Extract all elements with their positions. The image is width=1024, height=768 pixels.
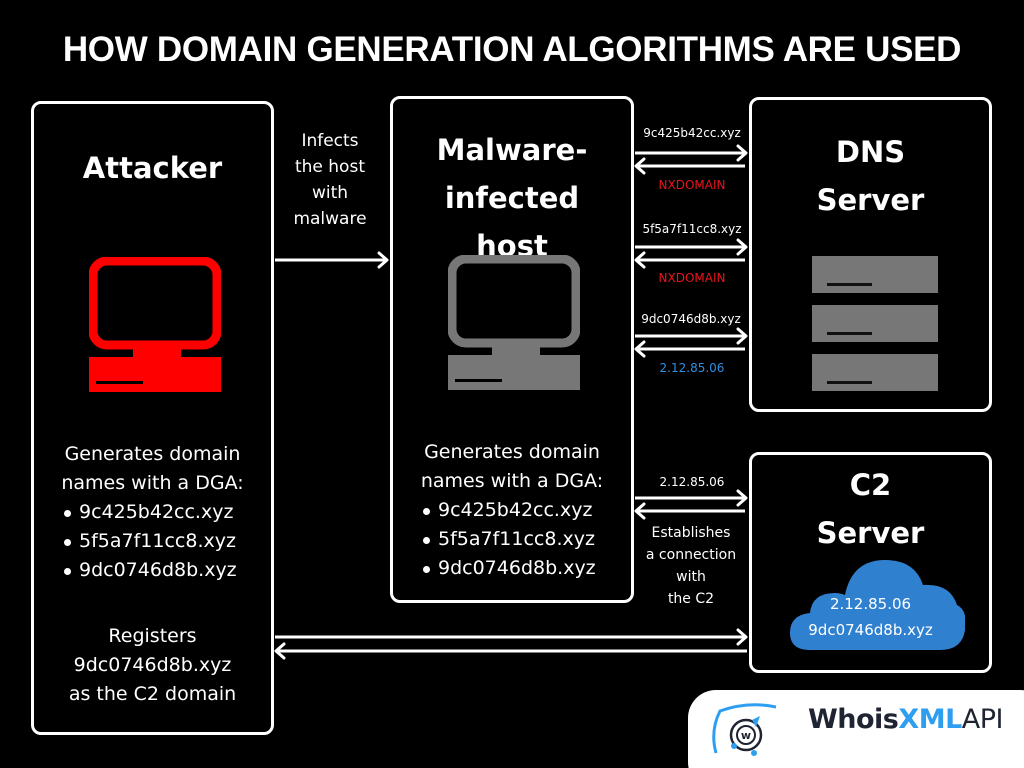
attacker-title: Attacker [82, 151, 223, 185]
logo-radar-icon: w [712, 703, 777, 756]
dns-response-label: NXDOMAIN [658, 271, 726, 285]
infect-label-line: with [311, 183, 349, 203]
dns-response-label: 2.12.85.06 [659, 361, 725, 375]
host-domain-list: 9c425b42cc.xyz 5f5a7f11cc8.xyz 9dc0746d8… [393, 496, 631, 583]
host-title-line: infected [444, 181, 580, 215]
dns-title-line: Server [816, 183, 925, 217]
dns-query-label: 9dc0746d8b.xyz [641, 312, 741, 326]
logo-xml: XML [898, 704, 962, 735]
dns-response-arrow [634, 251, 745, 269]
establish-label: Establishes a connection with the C2 [636, 522, 746, 610]
attacker-desc-line: Generates domain [64, 443, 241, 465]
logo-wordmark: WhoisXMLAPI [808, 704, 1004, 735]
dns-query-arrow [635, 144, 748, 162]
c2-server-box: C2 Server 2.12.85.06 9dc0746d8b.xyz [749, 452, 992, 673]
attacker-domain-list: 9c425b42cc.xyz 5f5a7f11cc8.xyz 9dc0746d8… [34, 498, 271, 585]
attacker-to-c2-arrow [275, 628, 748, 646]
dns-title: DNS Server [752, 128, 989, 224]
establish-label-line: the C2 [667, 591, 715, 607]
dns-server-box: DNS Server [749, 97, 992, 412]
c2-query-arrow [635, 489, 748, 507]
server-unit [812, 354, 938, 391]
establish-label-line: with [676, 569, 706, 585]
dns-query-label: 5f5a7f11cc8.xyz [642, 222, 742, 236]
host-title-line: Malware- [436, 133, 588, 167]
server-unit [812, 305, 938, 342]
cloud-domain: 9dc0746d8b.xyz [808, 621, 933, 639]
host-computer-icon [448, 255, 580, 390]
infect-arrow [275, 251, 389, 269]
infected-host-box: Malware- infected host Generates domain … [390, 96, 634, 603]
dns-response-arrow [634, 157, 745, 175]
dns-response-arrow [634, 340, 745, 358]
c2-title-line: C2 [849, 468, 892, 502]
register-line: as the C2 domain [68, 683, 237, 705]
diagram-title: HOW DOMAIN GENERATION ALGORITHMS ARE USE… [62, 30, 962, 69]
domain-item: 9c425b42cc.xyz [34, 498, 271, 527]
c2-title-line: Server [816, 516, 925, 550]
infect-label-line: Infects [301, 131, 359, 151]
register-line: Registers [108, 625, 197, 647]
domain-item: 9dc0746d8b.xyz [393, 554, 631, 583]
domain-item: 9dc0746d8b.xyz [34, 556, 271, 585]
whoisxmlapi-logo: w WhoisXMLAPI [688, 690, 1024, 768]
c2-response-arrow [634, 502, 745, 520]
domain-item: 5f5a7f11cc8.xyz [34, 527, 271, 556]
dns-query-arrow [635, 327, 748, 345]
domain-item: 5f5a7f11cc8.xyz [393, 525, 631, 554]
dns-response-label: NXDOMAIN [658, 178, 726, 192]
infect-label-line: the host [294, 157, 365, 177]
logo-whois: Whois [808, 704, 899, 735]
attacker-box: Attacker Generates domain names with a D… [31, 101, 274, 735]
establish-label-line: Establishes [651, 525, 731, 541]
svg-text:w: w [741, 729, 751, 742]
c2-title: C2 Server [752, 461, 989, 557]
infect-label-line: malware [293, 209, 367, 229]
cloud-ip: 2.12.85.06 [829, 595, 912, 613]
attacker-description: Generates domain names with a DGA: 9c425… [34, 440, 271, 585]
cloud-icon [790, 560, 965, 650]
infect-label: Infects the host with malware [280, 128, 380, 232]
attacker-computer-icon [89, 257, 221, 392]
establish-label-line: a connection [645, 547, 737, 563]
register-description: Registers 9dc0746d8b.xyz as the C2 domai… [34, 622, 271, 709]
domain-item: 9c425b42cc.xyz [393, 496, 631, 525]
host-desc-line: names with a DGA: [420, 470, 604, 492]
dns-query-arrow [635, 238, 748, 256]
dns-title-line: DNS [835, 135, 906, 169]
server-rack-icon [812, 256, 938, 403]
c2-query-label: 2.12.85.06 [659, 475, 725, 489]
server-unit [812, 256, 938, 293]
register-line: 9dc0746d8b.xyz [73, 654, 232, 676]
host-title: Malware- infected host [393, 126, 631, 270]
host-description: Generates domain names with a DGA: 9c425… [393, 438, 631, 583]
attacker-desc-line: names with a DGA: [61, 472, 244, 494]
logo-api: API [961, 704, 1004, 735]
dns-query-label: 9c425b42cc.xyz [643, 126, 741, 140]
c2-to-attacker-arrow [274, 642, 747, 660]
host-desc-line: Generates domain [424, 441, 600, 463]
